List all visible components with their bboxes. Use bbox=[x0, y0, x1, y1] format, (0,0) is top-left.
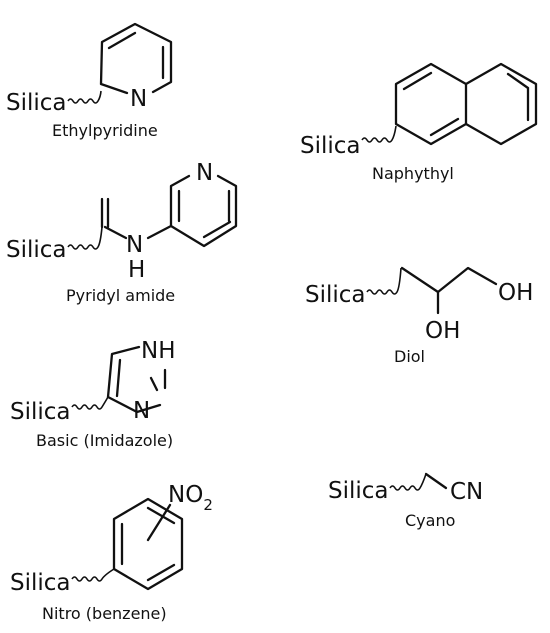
silica-label: Silica bbox=[10, 570, 71, 596]
caption-imidazole: Basic (Imidazole) bbox=[36, 431, 173, 450]
imidazole-structure: Silica NH N Basic (Imidazole) bbox=[10, 338, 176, 450]
cyano-bond bbox=[424, 472, 448, 490]
hydroxyl-primary: OH bbox=[498, 280, 533, 306]
silica-label: Silica bbox=[10, 399, 71, 425]
amide-ring-bond bbox=[146, 224, 173, 240]
benzene-double-bonds bbox=[120, 506, 176, 582]
amide-hydrogen: H bbox=[128, 257, 145, 283]
imidazole-ring bbox=[106, 345, 167, 414]
caption-naphthyl: Naphythyl bbox=[372, 164, 454, 183]
attachment-bond bbox=[366, 267, 402, 295]
caption-nitro-benzene: Nitro (benzene) bbox=[42, 604, 167, 623]
nitrobenzene-structure: Silica NO2 Nitro (benzene) bbox=[10, 482, 213, 623]
carbonyl-double-bond bbox=[100, 197, 110, 229]
pyridyl-amide-structure: Silica N H N Pyridyl amide bbox=[6, 160, 238, 305]
silica-label: Silica bbox=[305, 282, 366, 308]
naphthalene-ring-left bbox=[394, 62, 468, 146]
carbon-chain bbox=[400, 266, 498, 294]
attachment-bond bbox=[71, 396, 109, 410]
hydroxyl-secondary: OH bbox=[425, 318, 460, 344]
silica-label: Silica bbox=[6, 237, 67, 263]
nitro-bond bbox=[146, 503, 172, 542]
nitrogen-atom: N bbox=[130, 86, 147, 112]
attachment-bond bbox=[71, 568, 115, 582]
diol-structure: Silica OH OH Diol bbox=[305, 266, 533, 366]
attachment-bond bbox=[67, 90, 102, 104]
silica-label: Silica bbox=[300, 133, 361, 159]
caption-ethylpyridine: Ethylpyridine bbox=[52, 121, 158, 140]
attachment-bond bbox=[67, 226, 103, 250]
benzene-ring bbox=[112, 497, 184, 591]
silica-label: Silica bbox=[328, 478, 389, 504]
pyridine-ring bbox=[99, 22, 173, 95]
ethylpyridine-structure: Silica N Ethylpyridine bbox=[6, 22, 173, 140]
caption-cyano: Cyano bbox=[405, 511, 455, 530]
imidazole-nh: NH bbox=[141, 338, 176, 364]
pyridine-double-bonds bbox=[177, 189, 232, 239]
caption-diol: Diol bbox=[394, 347, 425, 366]
naphthalene-double-bonds bbox=[402, 71, 530, 137]
attachment-bond bbox=[389, 473, 427, 491]
cyano-group: CN bbox=[450, 479, 483, 505]
pyridine-nitrogen: N bbox=[196, 160, 213, 186]
naphthyl-structure: Silica Naphythyl bbox=[300, 62, 538, 183]
pyridine-ring bbox=[169, 174, 238, 248]
imidazole-nitrogen: N bbox=[133, 398, 150, 424]
naphthalene-ring-right bbox=[464, 62, 538, 146]
nitro-group: NO2 bbox=[168, 482, 213, 514]
cyano-structure: Silica CN Cyano bbox=[328, 472, 483, 530]
imidazole-double-bonds bbox=[115, 358, 159, 398]
amide-bond bbox=[103, 225, 128, 240]
silica-label: Silica bbox=[6, 90, 67, 116]
attachment-bond bbox=[361, 125, 397, 143]
pyridine-double-bonds bbox=[107, 31, 165, 80]
caption-pyridyl-amide: Pyridyl amide bbox=[66, 286, 175, 305]
amide-nitrogen: N bbox=[126, 232, 143, 258]
